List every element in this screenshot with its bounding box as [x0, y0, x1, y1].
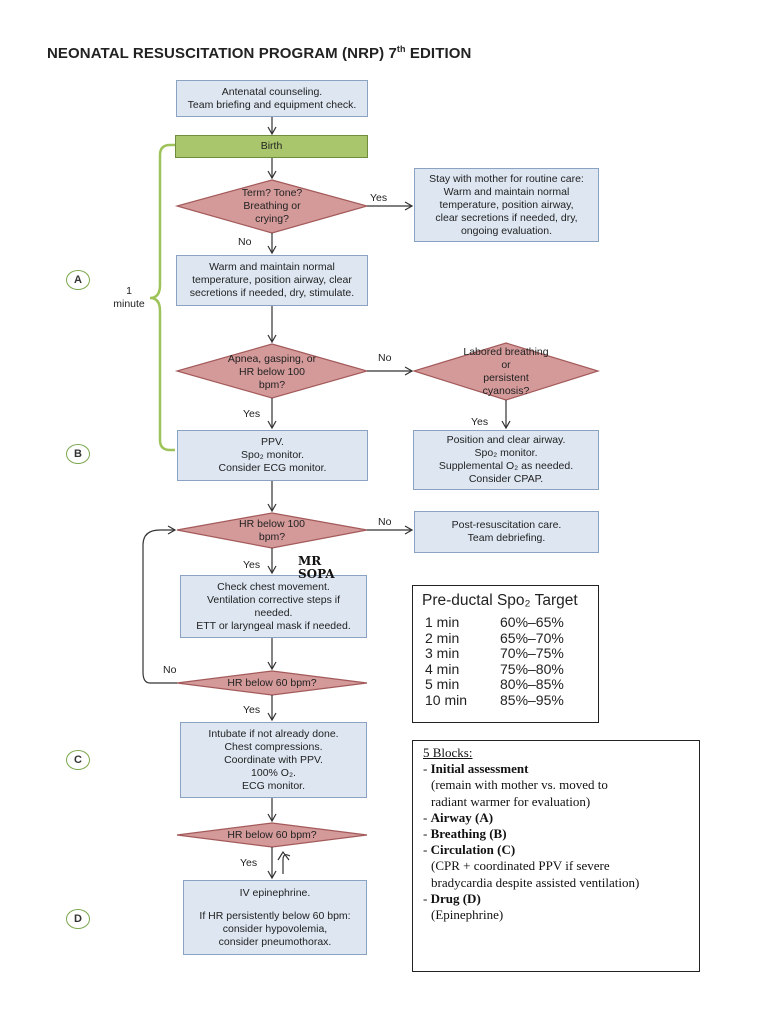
box-intubate: Intubate if not already done.Chest compr…: [180, 722, 367, 798]
blocks-heading: 5 Blocks:: [423, 745, 473, 760]
box-chest-movement: Check chest movement.Ventilation correct…: [180, 575, 367, 638]
box-epinephrine: IV epinephrine.If HR persistently below …: [183, 880, 367, 955]
block-detail: radiant warmer for evaluation): [431, 793, 591, 809]
block-item: - Breathing (B): [423, 826, 507, 842]
label-no-term: No: [238, 236, 252, 248]
one-minute-bracket: [149, 143, 175, 452]
box-routine-care: Stay with mother for routine care:Warm a…: [414, 168, 599, 242]
decision-hr60a-text: HR below 60 bpm?: [227, 677, 317, 689]
circle-label-c: C: [66, 750, 90, 770]
block-item: - Drug (D): [423, 890, 481, 906]
spo2-table-title: Pre-ductal Spo₂ Target: [422, 592, 578, 609]
label-yes-labored: Yes: [471, 416, 489, 428]
label-yes-term: Yes: [370, 192, 388, 204]
block-detail: (remain with mother vs. moved to: [431, 777, 608, 793]
circle-label-b: B: [66, 444, 90, 464]
five-blocks-note: 5 Blocks: - Initial assessment (remain w…: [412, 740, 700, 972]
circle-label-d: D: [66, 909, 90, 929]
block-detail: bradycardia despite assisted ventilation…: [431, 874, 640, 890]
block-item: - Circulation (C): [423, 842, 516, 858]
box-post-resuscitation: Post-resuscitation care.Team debriefing.: [414, 511, 599, 553]
block-item: - Initial assessment: [423, 761, 529, 777]
label-yes-hr60a: Yes: [243, 704, 261, 716]
box-birth: Birth: [175, 135, 368, 158]
label-no-hr100: No: [378, 516, 392, 528]
box-antenatal: Antenatal counseling.Team briefing and e…: [176, 80, 368, 117]
box-position-airway: Position and clear airway.Spo₂ monitor.S…: [413, 430, 599, 490]
block-detail: (CPR + coordinated PPV if severe: [431, 858, 610, 874]
label-yes-hr60b: Yes: [240, 857, 258, 869]
label-no-hr60a: No: [163, 664, 177, 676]
box-ppv: PPV.Spo₂ monitor.Consider ECG monitor.: [177, 430, 368, 481]
circle-label-a: A: [66, 270, 90, 290]
label-yes-apnea: Yes: [243, 408, 261, 420]
label-yes-hr100: Yes: [243, 559, 261, 571]
label-no-apnea: No: [378, 352, 392, 364]
block-detail: (Epinephrine): [431, 907, 504, 923]
page-title: NEONATAL RESUSCITATION PROGRAM (NRP) 7th…: [47, 44, 472, 62]
decision-hr60b-text: HR below 60 bpm?: [227, 829, 317, 841]
block-item: - Airway (A): [423, 809, 494, 825]
